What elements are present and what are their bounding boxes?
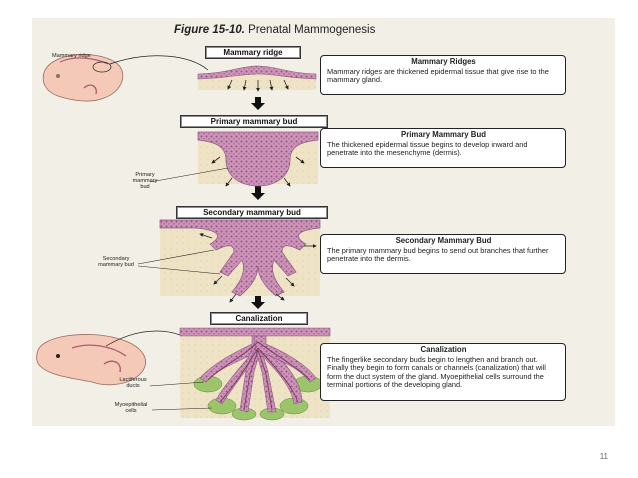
secondary-bud-arrows	[199, 233, 317, 303]
pointer-line-lactiferous	[149, 381, 205, 387]
description-heading: Mammary Ridges	[411, 57, 476, 66]
description-box-primary-bud: Primary Mammary Bud The thickened epider…	[320, 128, 566, 168]
primary-bud-arrows	[211, 156, 305, 187]
stage-label-secondary-bud: Secondary mammary bud	[176, 206, 328, 219]
embryo-drawing-top	[42, 54, 124, 102]
side-label-myoepithelial: Myoepithelial cells	[114, 402, 148, 415]
primary-bud-tissue	[197, 131, 319, 187]
side-label-mammary-ridge: Mammary ridge	[52, 53, 91, 59]
stage-label-primary-bud: Primary mammary bud	[180, 115, 328, 128]
figure-title-text: Prenatal Mammogenesis	[244, 24, 376, 36]
pointer-line-primary	[149, 167, 229, 183]
description-box-mammary-ridges: Mammary Ridges Mammary ridges are thicke…	[320, 55, 566, 95]
description-text: Mammary ridges are thickened epidermal t…	[327, 66, 549, 85]
description-heading: Primary Mammary Bud	[401, 130, 486, 139]
mammary-ridge-tissue	[197, 65, 317, 90]
embryo-drawing-bottom	[36, 334, 146, 386]
description-text: The thickened epidermal tissue begins to…	[327, 139, 528, 158]
description-text: The fingerlike secondary buds begin to l…	[327, 354, 546, 390]
page-number: 11	[599, 452, 608, 461]
secondary-bud-tissue	[159, 219, 321, 297]
figure-title: Figure 15-10. Prenatal Mammogenesis	[174, 24, 375, 36]
canalization-tissue	[179, 327, 331, 421]
description-heading: Canalization	[420, 345, 467, 354]
side-label-secondary-bud: Secondary mammary bud	[98, 256, 134, 269]
description-box-canalization: Canalization The fingerlike secondary bu…	[320, 343, 566, 401]
pointer-line-secondary	[137, 249, 221, 275]
stage-label-mammary-ridge: Mammary ridge	[205, 46, 301, 59]
side-label-lactiferous: Lactiferous ducts	[119, 377, 147, 390]
stage-transition-arrows	[251, 97, 265, 309]
description-text: The primary mammary bud begins to send o…	[327, 245, 549, 264]
description-box-secondary-bud: Secondary Mammary Bud The primary mammar…	[320, 234, 566, 274]
description-heading: Secondary Mammary Bud	[395, 236, 492, 245]
pointer-line-myoepithelial	[151, 407, 213, 411]
side-label-primary-bud: Primary mammary bud	[132, 172, 158, 191]
stage-label-canalization: Canalization	[210, 312, 308, 325]
pointer-line-embryo-top	[109, 55, 209, 71]
figure-number: Figure 15-10.	[174, 24, 245, 36]
ridge-growth-arrows	[227, 79, 289, 92]
